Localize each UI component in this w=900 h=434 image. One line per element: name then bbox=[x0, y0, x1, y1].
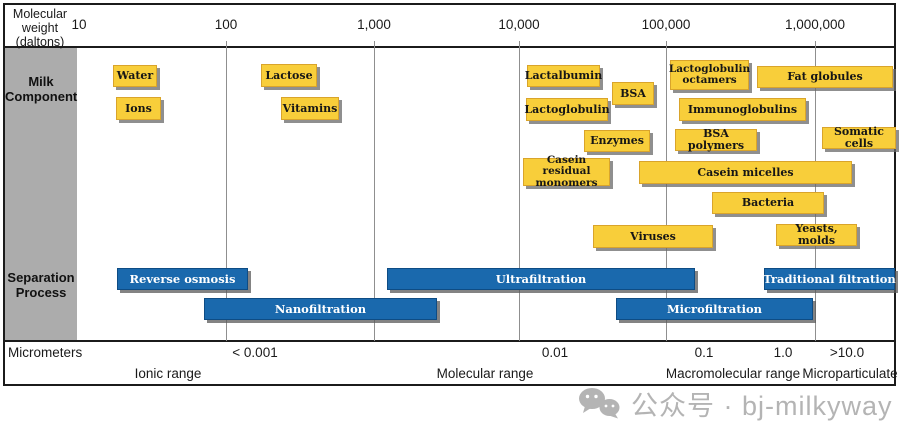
component-box-casein-micelles: Casein micelles bbox=[639, 161, 852, 184]
component-box-bsa-polymers: BSA polymers bbox=[675, 128, 757, 151]
micrometers-tick-0-1: 0.1 bbox=[694, 345, 714, 360]
wechat-icon bbox=[579, 388, 620, 419]
process-bar-traditional-filtration: Traditional filtration bbox=[763, 268, 896, 290]
header-divider bbox=[3, 46, 896, 48]
milk-component-row-label: Milk Component bbox=[5, 74, 78, 105]
component-box-lactalbumin: Lactalbumin bbox=[525, 65, 602, 87]
process-bar-nanofiltration: Nanofiltration bbox=[204, 298, 437, 320]
watermark: 公众号 · bj-milkyway bbox=[578, 383, 893, 423]
gridline-519 bbox=[519, 41, 520, 341]
component-box-lactoglobulin-octamers: Lactoglobulin octamers bbox=[669, 60, 750, 90]
component-box-yeasts-molds: Yeasts, molds bbox=[776, 223, 857, 246]
watermark-text: 公众号 · bj-milkyway bbox=[631, 390, 893, 421]
molecular-weight-tick-1-000: 1,000 bbox=[357, 17, 391, 32]
component-box-bsa: BSA bbox=[612, 82, 654, 105]
molecular-weight-tick-10-000: 10,000 bbox=[498, 17, 540, 32]
micrometers-tick-0-01: 0.01 bbox=[541, 345, 569, 360]
component-box-ions: Ions bbox=[116, 97, 161, 120]
gridline-226 bbox=[226, 41, 227, 341]
process-bar-reverse-osmosis: Reverse osmosis bbox=[117, 268, 248, 290]
component-box-casein-residual-monomers: Casein residual monomers bbox=[523, 154, 610, 188]
micrometers-axis-label: Micrometers bbox=[8, 345, 83, 360]
molecular-weight-tick-10: 10 bbox=[71, 17, 87, 32]
bottom-axis-divider bbox=[3, 340, 896, 342]
molecular-weight-axis-title: Molecular weight (daltons) bbox=[12, 7, 68, 49]
gridline-666 bbox=[666, 41, 667, 341]
component-box-somatic-cells: Somatic cells bbox=[822, 126, 896, 149]
micrometers-tick-0-001: < 0.001 bbox=[232, 345, 278, 360]
micrometers-tick-10-0: >10.0 bbox=[829, 345, 865, 360]
component-box-immunoglobulins: Immunoglobulins bbox=[679, 98, 806, 121]
range-label-macromolecular-range: Macromolecular range bbox=[665, 366, 801, 381]
molecular-weight-tick-100-000: 100,000 bbox=[641, 17, 691, 32]
component-box-vitamins: Vitamins bbox=[281, 97, 339, 120]
component-box-enzymes: Enzymes bbox=[584, 130, 650, 152]
component-box-bacteria: Bacteria bbox=[712, 192, 824, 214]
component-box-fat-globules: Fat globules bbox=[757, 66, 893, 88]
process-bar-ultrafiltration: Ultrafiltration bbox=[387, 268, 695, 290]
component-box-water: Water bbox=[113, 65, 157, 87]
component-box-viruses: Viruses bbox=[593, 225, 713, 248]
process-bar-microfiltration: Microfiltration bbox=[616, 298, 813, 320]
component-box-lactose: Lactose bbox=[261, 64, 317, 87]
micrometers-tick-1-0: 1.0 bbox=[773, 345, 793, 360]
molecular-weight-tick-100: 100 bbox=[214, 17, 238, 32]
diagram-frame bbox=[3, 3, 896, 386]
molecular-weight-tick-1-000-000: 1,000,000 bbox=[784, 17, 846, 32]
gridline-374 bbox=[374, 41, 375, 341]
gridline-815 bbox=[815, 41, 816, 341]
range-label-ionic-range: Ionic range bbox=[134, 366, 202, 381]
component-box-lactoglobulin: Lactoglobulin bbox=[524, 98, 610, 121]
range-label-microparticulate: Microparticulate bbox=[802, 366, 898, 381]
range-label-molecular-range: Molecular range bbox=[436, 366, 534, 381]
row-label-column bbox=[5, 48, 77, 340]
separation-process-row-label: Separation Process bbox=[7, 270, 75, 301]
